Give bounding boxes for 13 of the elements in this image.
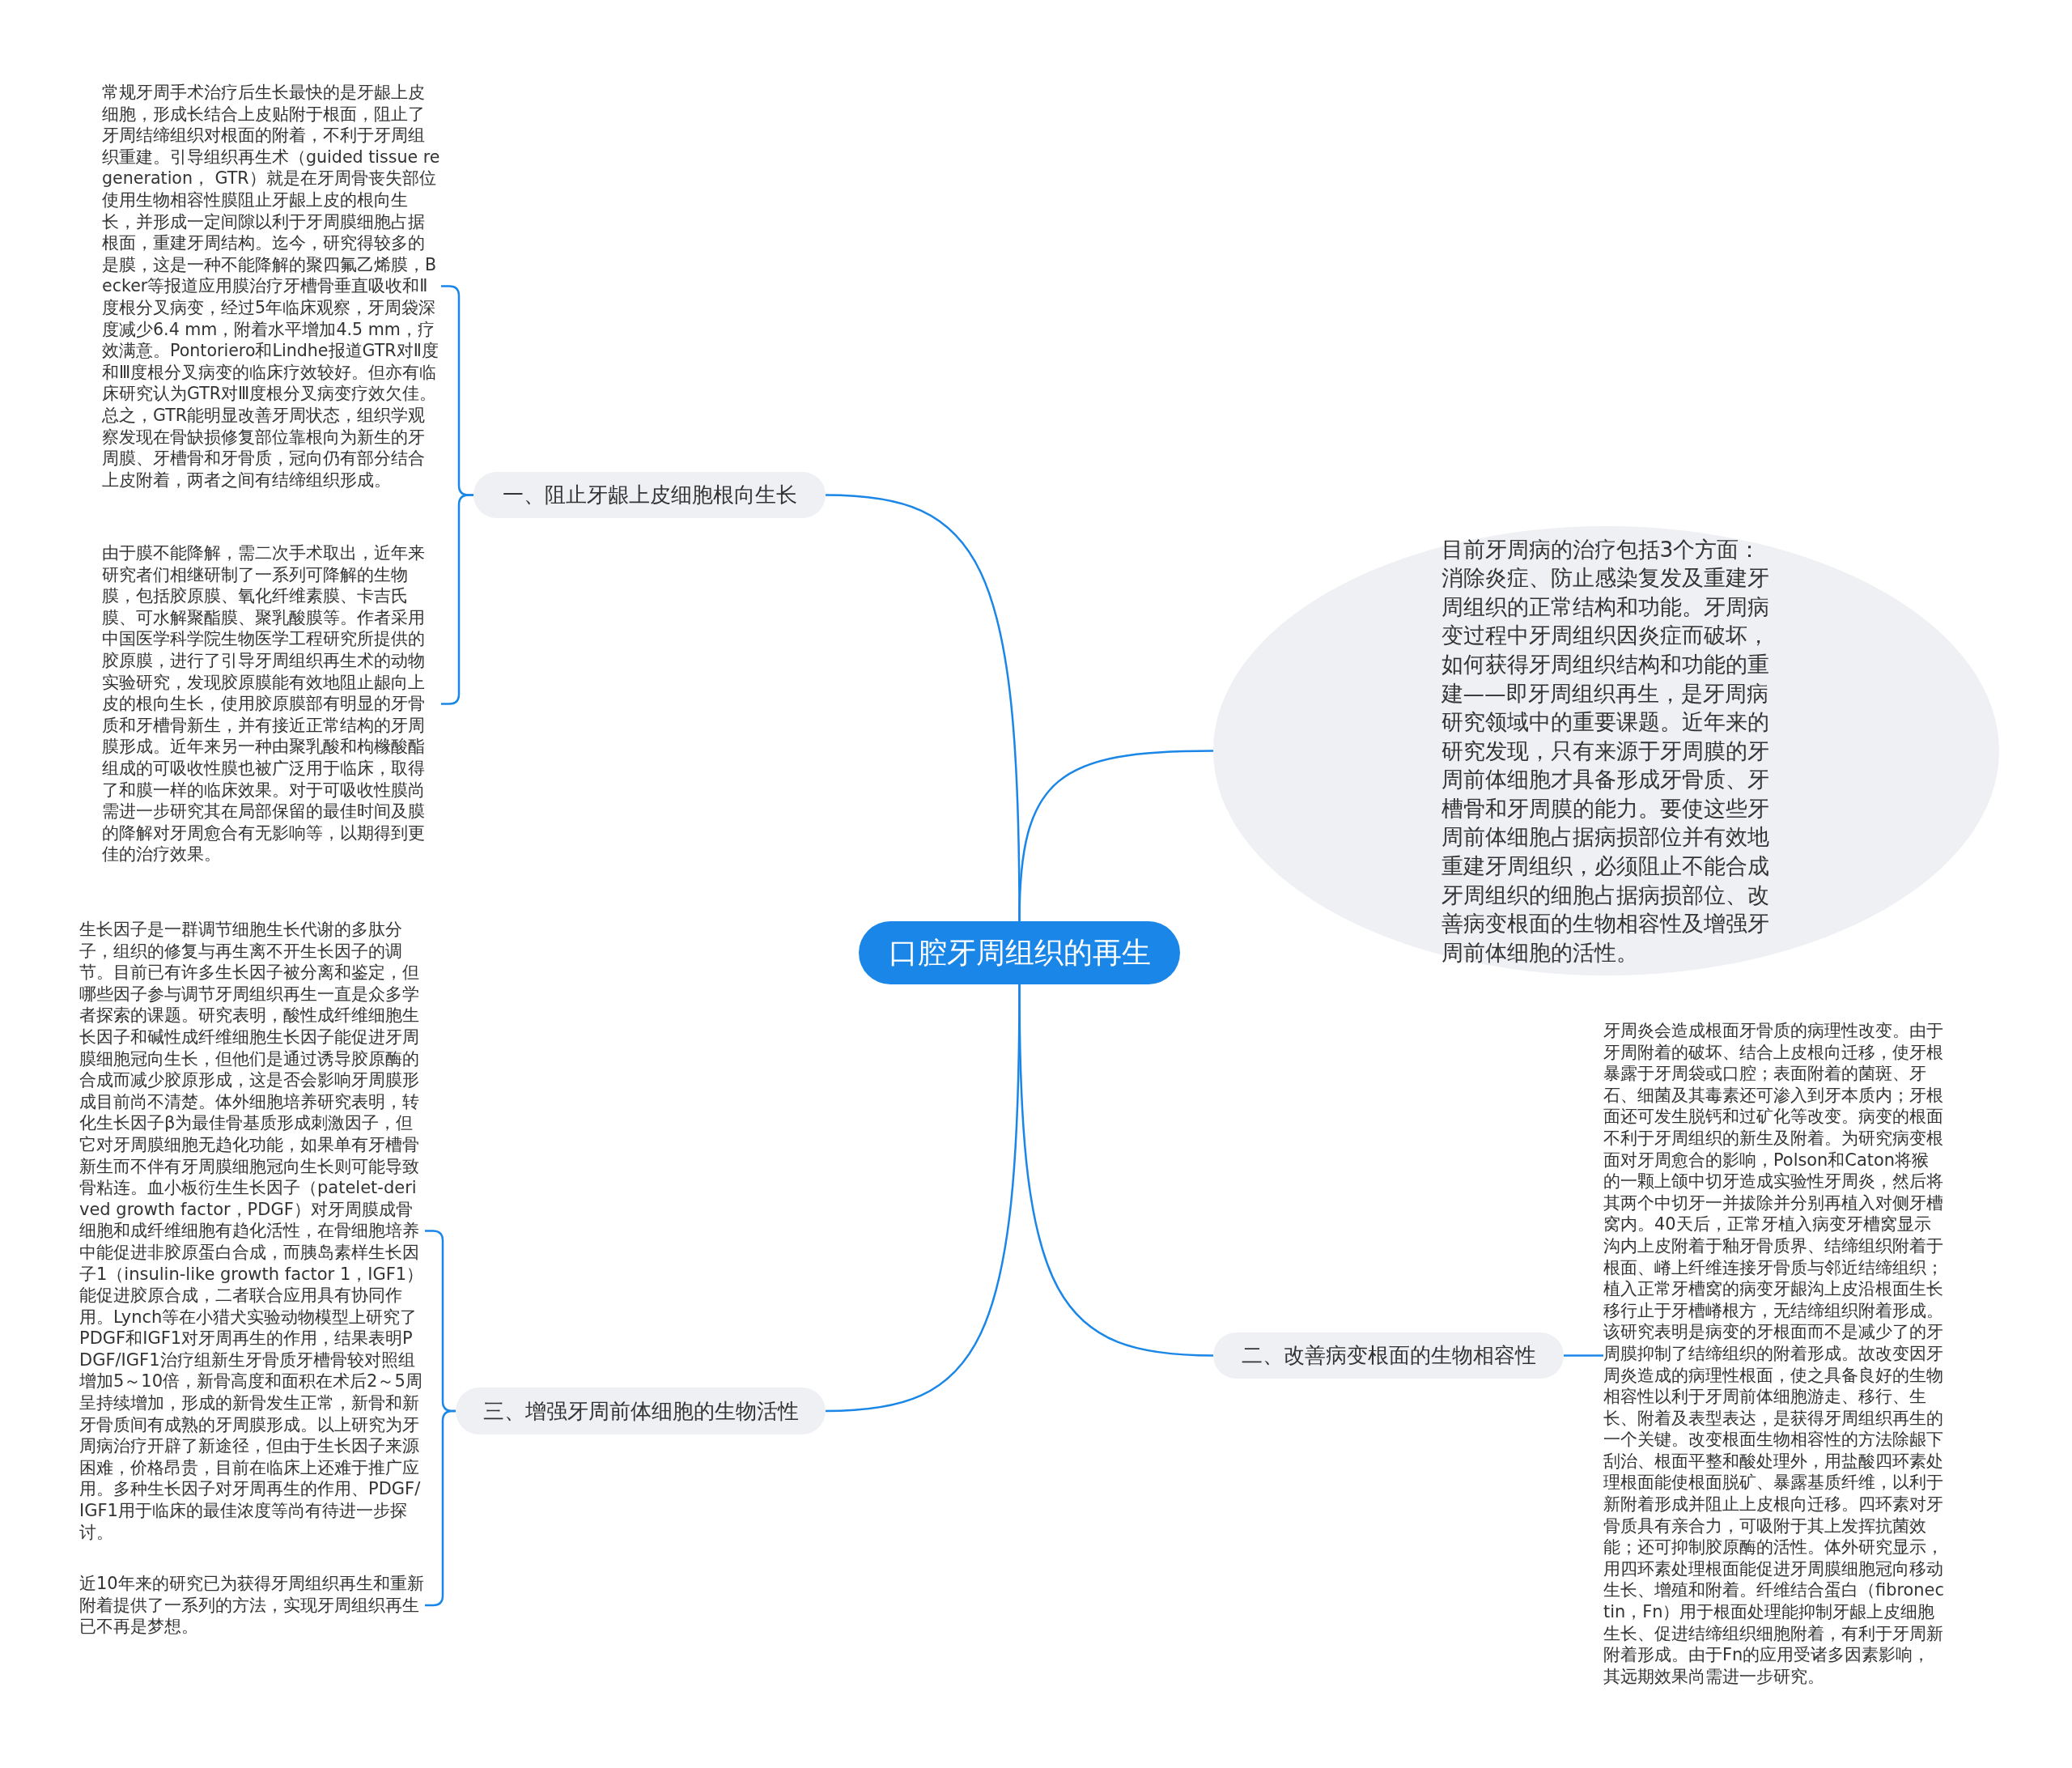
connector-line	[825, 494, 1021, 921]
paragraph-text: 生长因子是一群调节细胞生长代谢的多肽分子，组织的修复与再生离不开生长因子的调节。目前已有许多生长因子被分离和鉴定，但哪些因子参与调节牙周组织再生一直是众多学者探索的课题。研究表明，酸性成纤维细胞生长因子和碱性成纤维细胞生长因子能促进牙周膜细胞冠向生长，但他们是通过诱导胶原酶的合成而减少胶原形成，这是否会影响牙周膜形成目前尚不清楚。体外细胞培养研究表明，转化生长因子β为最佳骨基质形成刺激因子，但它对牙周膜细胞无趋化功能，如果单有牙槽骨新生而不伴有牙周膜细胞冠向生长则可能导致骨粘连。血小板衍生生长因子（patelet-derived growth factor，PDGF）对牙周膜成骨细胞和成纤维细胞有趋化活性，在骨细胞培养中能促进非胶原蛋白合成，而胰岛素样生长因子1（insulin-like growth factor 1，IGF1）能促进胶原合成，二者联合应用具有协同作用。Lynch等在小猎犬实验动物模型上研究了PDGF和IGF1对牙周再生的作用，结果表明PDGF/IGF1治疗组新生牙骨质牙槽骨较对照组增加5～10倍，新骨高度和面积在术后2～5周呈持续增加，形成的新骨发生正常，新骨和新牙骨质间有成熟的牙周膜形成。以上研究为牙周病治疗开辟了新途径，但由于生长因子来源困难，价格昂贵，目前在临床上还难于推广应用。多种生长因子对牙周再生的作用、PDGF/IGF1用于临床的最佳浓度等尚有待进一步探讨。	[79, 919, 425, 1544]
paragraph-text: 近10年来的研究已为获得牙周组织再生和重新附着提供了一系列的方法，实现牙周组织再生已不再是梦想。	[79, 1573, 425, 1638]
branch-label-box: 一、阻止牙龈上皮细胞根向生长	[473, 472, 826, 518]
central-topic-box: 口腔牙周组织的再生	[859, 921, 1180, 984]
branch-label-box: 三、增强牙周前体细胞的生物活性	[456, 1388, 826, 1434]
paragraph-text: 由于膜不能降解，需二次手术取出，近年来研究者们相继研制了一系列可降解的生物膜，包括胶原膜、氧化纤维素膜、卡吉氏膜、可水解聚酯膜、聚乳酸膜等。作者采用中国医学科学院生物医学工程研究所提供的胶原膜，进行了引导牙周组织再生术的动物实验研究，发现胶原膜能有效地阻止龈向上皮的根向生长，使用胶原膜部有明显的牙骨质和牙槽骨新生，并有接近正常结构的牙周膜形成。近年来另一种由聚乳酸和枸橼酸酯组成的可吸收性膜也被广泛用于临床，取得了和膜一样的临床效果。对于可吸收性膜尚需进一步研究其在局部保留的最佳时间及膜的降解对牙周愈合有无影响等，以期得到更佳的治疗效果。	[102, 542, 441, 865]
paragraph-text: 牙周炎会造成根面牙骨质的病理性改变。由于牙周附着的破坏、结合上皮根向迁移，使牙根暴露于牙周袋或口腔；表面附着的菌斑、牙石、细菌及其毒素还可渗入到牙本质内；牙根面还可发生脱钙和过矿化等改变。病变的根面不利于牙周组织的新生及附着。为研究病变根面对牙周愈合的影响，Polson和Caton将猴的一颗上颌中切牙造成实验性牙周炎，然后将其两个中切牙一并拔除并分别再植入对侧牙槽窝内。40天后，正常牙植入病变牙槽窝显示沟内上皮附着于釉牙骨质界、结缔组织附着于根面、嵴上纤维连接牙骨质与邻近结缔组织；植入正常牙槽窝的病变牙龈沟上皮沿根面生长移行止于牙槽嵴根方，无结缔组织附着形成。该研究表明是病变的牙根面而不是减少了的牙周膜抑制了结缔组织的附着形成。故改变因牙周炎造成的病理性根面，使之具备良好的生物相容性以利于牙周前体细胞游走、移行、生长、附着及表型表达，是获得牙周组织再生的一个关键。改变根面生物相容性的方法除龈下刮治、根面平整和酸处理外，用盐酸四环素处理根面能使根面脱矿、暴露基质纤维，以利于新附着形成并阻止上皮根向迁移。四环素对牙骨质具有亲合力，可吸附于其上发挥抗菌效能；还可抑制胶原酶的活性。体外研究显示，用四环素处理根面能促进牙周膜细胞冠向移动生长、增殖和附着。纤维结合蛋白（fibronectin，Fn）用于根面处理能抑制牙龈上皮细胞生长、促进结缔组织细胞附着，有利于牙周新附着形成。由于Fn的应用受诸多因素影响，其远期效果尚需进一步研究。	[1603, 1020, 1945, 1688]
connector-line	[1018, 984, 1214, 1357]
connector-line	[1564, 1354, 1603, 1357]
paragraph-text: 常规牙周手术治疗后生长最快的是牙龈上皮细胞，形成长结合上皮贴附于根面，阻止了牙周结缔组织对根面的附着，不利于牙周组织重建。引导组织再生术（guided tissue regeneration， GTR）就是在牙周骨丧失部位使用生物相容性膜阻止牙龈上皮的根向生长，并形成一定间隙以利于牙周膜细胞占据根面，重建牙周结构。迄今，研究得较多的是膜，这是一种不能降解的聚四氟乙烯膜，Becker等报道应用膜治疗牙槽骨垂直吸收和Ⅱ度根分叉病变，经过5年临床观察，牙周袋深度减少6.4 mm，附着水平增加4.5 mm，疗效满意。Pontoriero和Lindhe报道GTR对Ⅱ度和Ⅲ度根分叉病变的临床疗效较好。但亦有临床研究认为GTR对Ⅲ度根分叉病变疗效欠佳。总之，GTR能明显改善牙周状态，组织学观察发现在骨缺损修复部位靠根向为新生的牙周膜、牙槽骨和牙骨质，冠向仍有部分结合上皮附着，两者之间有结缔组织形成。	[102, 82, 441, 491]
branch-label-box: 二、改善病变根面的生物相容性	[1213, 1332, 1564, 1379]
note-ellipse: 目前牙周病的治疗包括3个方面：消除炎症、防止感染复发及重建牙周组织的正常结构和功能。牙周病变过程中牙周组织因炎症而破坏，如何获得牙周组织结构和功能的重建——即牙周组织再生，是牙周病研究领域中的重要课题。近年来的研究发现，只有来源于牙周膜的牙周前体细胞才具备形成牙骨质、牙槽骨和牙周膜的能力。要使这些牙周前体细胞占据病损部位并有效地重建牙周组织，必须阻止不能合成牙周组织的细胞占据病损部位、改善病变根面的生物相容性及增强牙周前体细胞的活性。	[1213, 526, 1999, 975]
